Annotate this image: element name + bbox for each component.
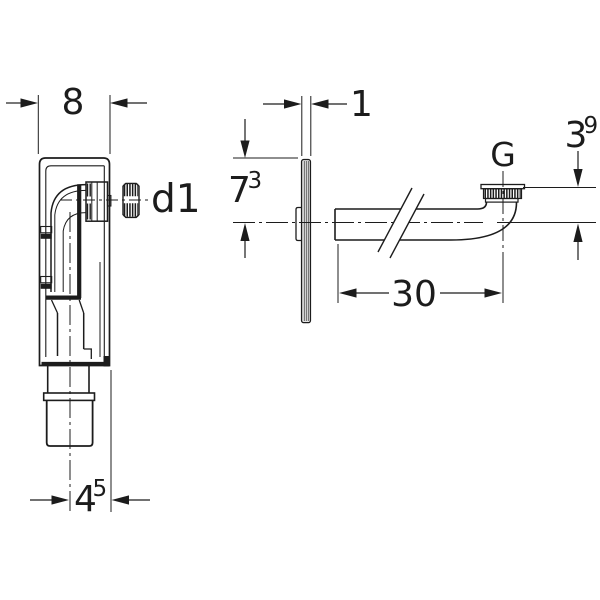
arrow-down-icon [240,140,250,158]
casing-corner-block [103,356,110,367]
dim-height: 3 9 [497,113,598,260]
funnel-right-slant [78,299,85,314]
wall-clip-upper-bar [40,233,52,239]
dim-height-label-sup: 9 [584,113,599,139]
dim-thickness-label: 1 [350,84,373,125]
elbow-inner-curve [62,212,87,292]
arrow-up-icon [573,223,583,242]
dim-width-label: 8 [62,82,85,123]
wall-clip-lower [40,275,53,284]
break-line-2 [389,193,425,259]
casing-outline [38,157,111,367]
dim-outlet-label: 4 [74,479,97,520]
thread-label: G [490,135,516,174]
arrow-left-icon [111,495,129,505]
outlet-collar [42,392,96,402]
dim-depth: 7 3 [228,119,298,258]
casing-liner [45,165,105,357]
wall-plate [295,158,312,324]
threaded-plug-d1 [122,182,140,219]
funnel-left-slant [50,299,59,314]
nut-face-step [106,194,112,207]
wall-clip-lower-bar [40,283,52,289]
dim-length: 30 [337,244,504,315]
break-mask [377,190,425,257]
arrow-right-icon [284,99,302,109]
trap-unit-internals [40,183,92,359]
arrow-left-icon [311,99,329,109]
dim-width: 8 [6,82,147,154]
arrow-right-icon [484,288,502,298]
pipe-top-edge [335,201,488,210]
dim-depth-label-sup: 3 [248,168,263,194]
pipe-bottom-edge [335,202,518,241]
dim-outlet-label-sup: 5 [93,476,108,502]
wall-clip-upper [40,225,53,234]
outlet-bend-pipe [334,187,518,259]
dim-outlet-offset: 4 5 [30,370,150,520]
connection-label: d1 [151,177,201,222]
arrow-left-icon [339,288,357,298]
arrow-right-icon [20,98,38,108]
inner-step [83,348,92,359]
arrow-up-icon [240,223,250,241]
dim-depth-label: 7 [228,170,251,211]
connector-bottom-rim [484,197,519,203]
plug-outline [122,182,140,219]
arrow-right-icon [51,495,69,505]
socket-nut [85,181,112,222]
plate-outline [300,158,312,324]
left-view: 8 [6,82,201,520]
arrow-down-icon [573,169,583,187]
dim-thickness: 1 [263,84,373,156]
arrow-left-icon [110,98,128,108]
outlet-pipe [42,365,96,447]
trap-unit-casing [38,157,111,367]
right-view: 1 7 3 [228,84,598,324]
dim-length-label: 30 [391,274,437,315]
break-line-1 [377,187,413,253]
plate-rear-stub [295,206,302,242]
dim-height-label: 3 [565,115,588,156]
